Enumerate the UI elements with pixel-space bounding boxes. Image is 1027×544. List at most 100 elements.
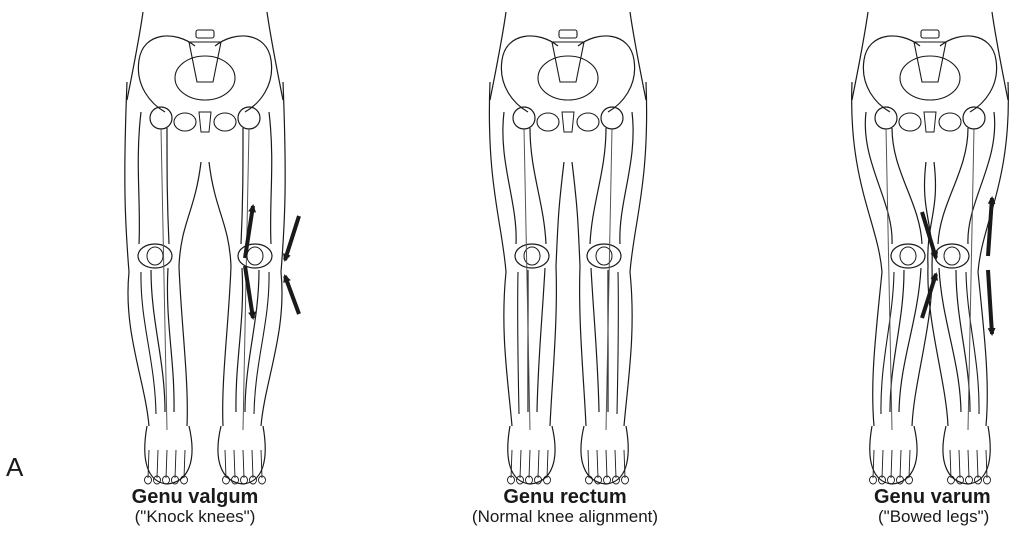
femur-inner-outline: [167, 128, 169, 244]
metatarsal: [968, 450, 969, 478]
caption-subtitle-genu-varum: ("Bowed legs"): [860, 507, 1027, 526]
pubic-symphysis: [199, 112, 211, 132]
caption-title-genu-varum: Genu varum: [860, 488, 1027, 507]
caption-genu-valgum: Genu valgum ("Knock knees"): [100, 488, 290, 526]
obturator-foramen-left: [174, 113, 196, 131]
iliac-wing-left: [138, 36, 195, 112]
pelvic-inlet: [175, 56, 235, 100]
vertebra: [196, 30, 214, 38]
femur-inner-outline: [241, 128, 243, 244]
force-arrow-lateral-lower: [285, 276, 299, 314]
metatarsal: [234, 450, 235, 478]
torso-right-outline: [630, 12, 646, 100]
femoral-head: [513, 107, 535, 129]
knee-condyles: [587, 244, 621, 268]
iliac-wing-right: [215, 36, 272, 112]
leg-inner-skin: [209, 162, 231, 426]
femoral-head: [238, 107, 260, 129]
tibia-inner-outline: [939, 268, 961, 412]
metatarsal: [184, 450, 185, 478]
sacrum: [914, 42, 946, 82]
obturator-foramen-right: [214, 113, 236, 131]
metatarsal: [243, 450, 244, 478]
obturator-foramen-right: [577, 113, 599, 131]
iliac-wing-right: [578, 36, 635, 112]
metatarsal: [624, 450, 625, 478]
femur-inner-outline: [590, 128, 606, 244]
pubic-symphysis: [924, 112, 936, 132]
metatarsal: [986, 450, 987, 478]
sacrum: [189, 42, 221, 82]
tibia-outer-outline: [151, 270, 165, 412]
tibia-outer-outline: [890, 270, 904, 412]
knee-condyles: [891, 244, 925, 268]
metatarsal: [597, 450, 598, 478]
metatarsal: [175, 450, 176, 478]
metatarsal: [615, 450, 616, 478]
mechanical-axis-line: [524, 128, 530, 430]
leg-inner-skin: [572, 162, 586, 426]
knee-condyles: [138, 244, 172, 268]
leg-outer-skin: [978, 82, 1008, 426]
obturator-foramen-right: [939, 113, 961, 131]
patella: [247, 247, 263, 265]
figure-valgum: [125, 12, 299, 484]
leg-outer-skin: [125, 82, 149, 426]
figure-varum: [852, 12, 1009, 484]
metatarsal: [538, 450, 539, 478]
metatarsal: [909, 450, 910, 478]
metatarsal: [891, 450, 892, 478]
caption-title-genu-rectum: Genu rectum: [440, 488, 690, 507]
patella: [944, 247, 960, 265]
metatarsal: [882, 450, 883, 478]
torso-right-outline: [992, 12, 1008, 100]
metatarsal: [588, 450, 589, 478]
leg-inner-skin: [179, 162, 201, 426]
torso-left-outline: [490, 12, 506, 100]
iliac-wing-right: [940, 36, 997, 112]
mechanical-axis-line: [968, 128, 974, 430]
metatarsal: [148, 450, 149, 478]
torso-left-outline: [852, 12, 868, 100]
tibia-outer-outline: [956, 270, 970, 412]
pubic-symphysis: [562, 112, 574, 132]
torso-right-outline: [267, 12, 283, 100]
obturator-foramen-left: [899, 113, 921, 131]
leg-outer-skin: [261, 82, 285, 426]
torso-left-outline: [127, 12, 143, 100]
caption-genu-rectum: Genu rectum (Normal knee alignment): [440, 488, 690, 526]
caption-subtitle-genu-rectum: (Normal knee alignment): [440, 507, 690, 526]
mechanical-axis-line: [606, 128, 612, 430]
femur-inner-outline: [892, 128, 922, 244]
metatarsal: [157, 450, 158, 478]
femur-inner-outline: [530, 128, 546, 244]
leg-outer-skin: [489, 82, 512, 426]
tibia-inner-outline: [236, 268, 243, 412]
sacrum: [552, 42, 584, 82]
patella: [147, 247, 163, 265]
metatarsal: [520, 450, 521, 478]
vertebra: [559, 30, 577, 38]
metatarsal: [873, 450, 874, 478]
femur-inner-outline: [938, 128, 968, 244]
tibia-inner-outline: [167, 268, 174, 412]
femoral-head: [875, 107, 897, 129]
figure-rectum: [489, 12, 646, 484]
metatarsal: [959, 450, 960, 478]
metatarsal: [900, 450, 901, 478]
knee-condyles: [238, 244, 272, 268]
mechanical-axis-line: [886, 128, 892, 430]
metatarsal: [252, 450, 253, 478]
caption-title-genu-valgum: Genu valgum: [100, 488, 290, 507]
iliac-wing-left: [501, 36, 558, 112]
metatarsal: [166, 450, 167, 478]
leg-outer-skin: [624, 82, 647, 426]
fibula: [966, 272, 979, 414]
leg-outer-skin: [852, 82, 882, 426]
pelvic-inlet: [538, 56, 598, 100]
leg-inner-skin: [550, 162, 564, 426]
force-arrow-down: [988, 270, 992, 334]
metatarsal: [529, 450, 530, 478]
knee-condyles: [515, 244, 549, 268]
